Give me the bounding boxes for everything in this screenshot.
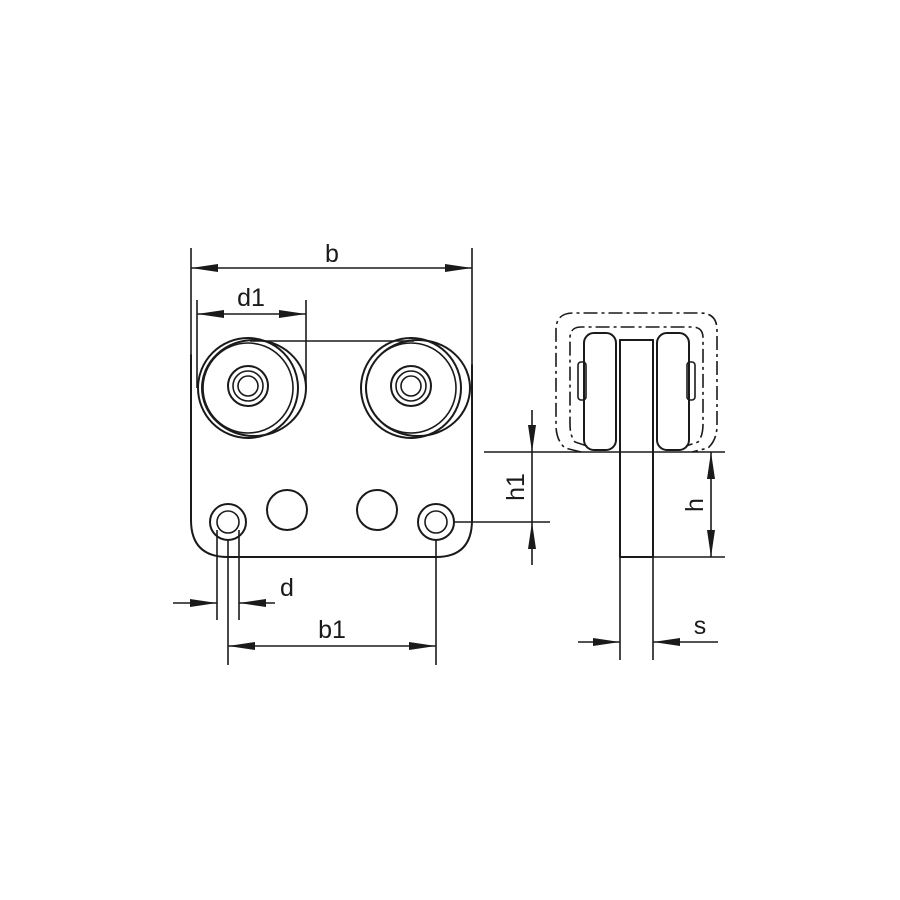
dimension-h1: h1	[502, 410, 536, 565]
dimension-b1: b1	[227, 540, 437, 665]
side-wheel-left-hub	[577, 361, 587, 401]
dimension-d: d	[173, 530, 294, 620]
dimension-s: s	[578, 557, 718, 660]
plain-hole-right	[356, 489, 398, 531]
side-view: h1 h s	[454, 312, 725, 660]
plate-outline	[190, 354, 473, 558]
dimension-h: h	[681, 452, 715, 557]
label-d1: d1	[237, 284, 265, 312]
side-wheel-right-hub	[686, 361, 696, 401]
rail-outer-profile	[555, 312, 718, 453]
front-view: b d1 d b1	[173, 240, 473, 665]
label-h: h	[681, 498, 709, 512]
rail-inner-profile	[569, 326, 704, 447]
mounting-hole-right	[417, 503, 455, 541]
side-wheel-right	[656, 332, 690, 451]
label-h1: h1	[502, 473, 530, 501]
right-wheel	[360, 337, 471, 439]
side-wheel-left	[583, 332, 617, 451]
label-b1: b1	[318, 616, 346, 644]
dimension-d1: d1	[196, 284, 307, 388]
plain-hole-left	[266, 489, 308, 531]
label-s: s	[694, 612, 707, 640]
dimension-b: b	[190, 240, 473, 365]
label-b: b	[325, 240, 339, 268]
mounting-hole-left	[209, 503, 247, 541]
left-wheel	[197, 337, 307, 439]
label-d: d	[280, 574, 294, 602]
